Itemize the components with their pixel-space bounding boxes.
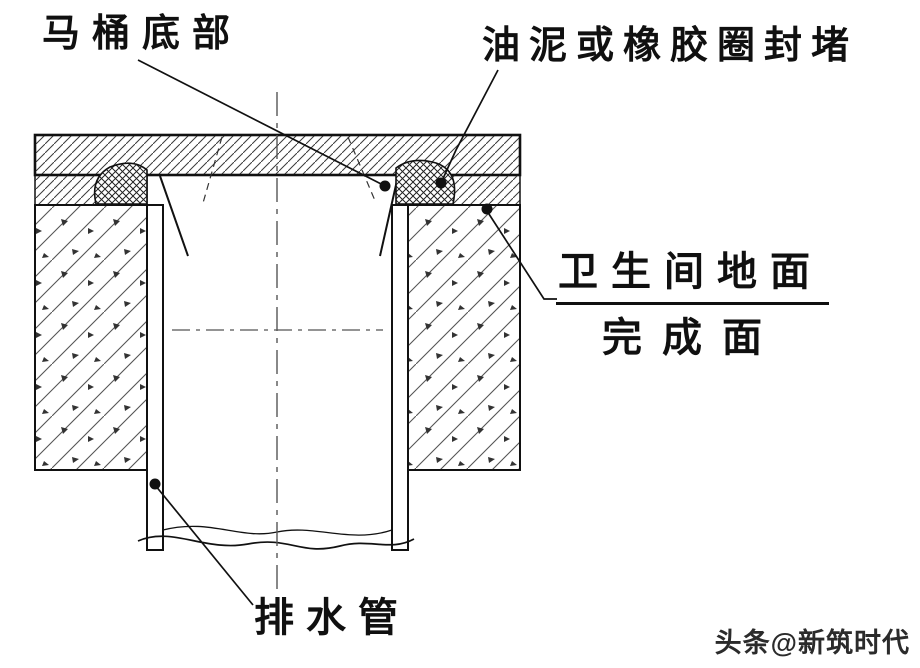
center-line <box>172 92 383 596</box>
seal-left <box>93 162 148 205</box>
leader-toilet-bottom <box>137 59 386 187</box>
floor-slab-left <box>34 204 148 471</box>
floor-slab-right <box>407 204 521 471</box>
leader-dots <box>149 177 493 490</box>
label-toilet-bottom: 马桶底部 <box>42 13 243 55</box>
label-floor-finish-line1: 卫生间地面 <box>556 250 829 305</box>
leader-drain-pipe <box>154 484 254 606</box>
label-drain-pipe: 排水管 <box>254 596 410 640</box>
leader-seal <box>440 69 499 184</box>
leader-lines <box>137 59 557 606</box>
drain-pipe <box>146 204 409 551</box>
label-seal: 油泥或橡胶圈封堵 <box>482 25 859 67</box>
seal-right <box>395 159 456 205</box>
label-floor-finish-line2: 完成面 <box>602 316 782 360</box>
watermark: 头条@新筑时代 <box>714 628 910 658</box>
leader-floor-finish <box>486 210 557 300</box>
pipe-break-line <box>137 525 415 550</box>
